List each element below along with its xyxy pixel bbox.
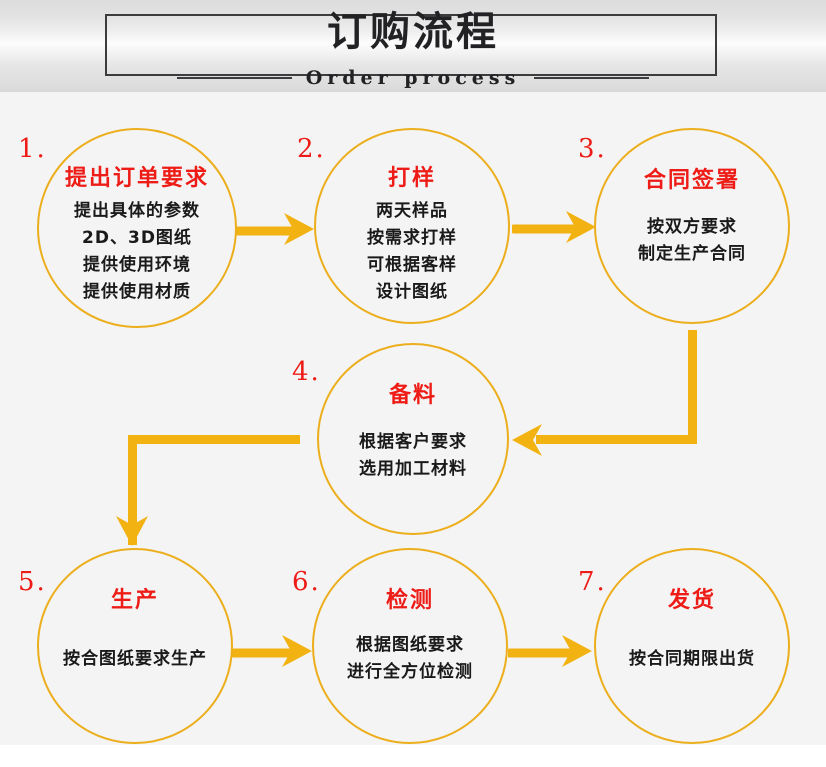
step-title-5: 生产 bbox=[110, 588, 159, 613]
step-body-line: 提供使用材质 bbox=[83, 282, 191, 302]
step-number-5: 5. bbox=[18, 567, 47, 597]
arrow-head-right bbox=[278, 632, 316, 674]
header-frame bbox=[105, 14, 717, 76]
arrow-shaft bbox=[512, 224, 576, 234]
arrow-step6-to-step7 bbox=[508, 634, 596, 672]
step-body-line: 选用加工材料 bbox=[359, 459, 467, 479]
elbow-horizontal-segment bbox=[536, 435, 697, 444]
arrow-head-right bbox=[562, 208, 600, 250]
elbow-arrow-head-left bbox=[508, 421, 546, 463]
step-title-7: 发货 bbox=[667, 588, 716, 613]
step-title-4: 备料 bbox=[388, 383, 437, 408]
step-body-line: 按双方要求 bbox=[647, 217, 737, 237]
step-body-line: 根据客户要求 bbox=[359, 432, 467, 452]
step-body-line: 2D、3D图纸 bbox=[82, 228, 192, 248]
step-body-line: 提供使用环境 bbox=[83, 255, 191, 275]
subtitle-rule-right bbox=[534, 77, 650, 79]
page-subtitle: Order process bbox=[305, 67, 521, 89]
step-body-line: 设计图纸 bbox=[376, 282, 448, 302]
step-title-3: 合同签署 bbox=[643, 168, 740, 193]
step-body-line: 两天样品 bbox=[376, 201, 448, 221]
step-body-7: 按合同期限出货 bbox=[629, 646, 755, 673]
step-body-line: 提出具体的参数 bbox=[74, 201, 200, 221]
step-node-4[interactable]: 备料 根据客户要求 选用加工材料 bbox=[317, 343, 509, 535]
step-body-2: 两天样品 按需求打样 可根据客样 设计图纸 bbox=[367, 198, 457, 306]
step-number-7: 7. bbox=[578, 567, 607, 597]
step-number-2: 2. bbox=[297, 134, 326, 164]
step-node-7[interactable]: 发货 按合同期限出货 bbox=[594, 548, 790, 744]
elbow-horizontal-segment bbox=[128, 435, 300, 444]
step-body-4: 根据客户要求 选用加工材料 bbox=[359, 429, 467, 483]
step-body-1: 提出具体的参数 2D、3D图纸 提供使用环境 提供使用材质 bbox=[74, 198, 200, 306]
step-node-5[interactable]: 生产 按合图纸要求生产 bbox=[37, 548, 233, 744]
step-body-line: 按合同期限出货 bbox=[629, 649, 755, 669]
step-node-6[interactable]: 检测 根据图纸要求 进行全方位检测 bbox=[312, 548, 508, 744]
step-title-6: 检测 bbox=[385, 588, 434, 613]
header-band: 订购流程 Order process bbox=[0, 0, 826, 92]
step-node-3[interactable]: 合同签署 按双方要求 制定生产合同 bbox=[594, 128, 790, 324]
step-body-line: 进行全方位检测 bbox=[347, 662, 473, 682]
arrow-shaft bbox=[508, 648, 572, 658]
step-number-4: 4. bbox=[292, 357, 321, 387]
page-title: 订购流程 bbox=[327, 9, 499, 55]
step-body-line: 按需求打样 bbox=[367, 228, 457, 248]
step-node-2[interactable]: 打样 两天样品 按需求打样 可根据客样 设计图纸 bbox=[314, 128, 510, 324]
arrow-shaft bbox=[236, 226, 294, 236]
step-title-1: 提出订单要求 bbox=[64, 166, 209, 191]
step-number-3: 3. bbox=[578, 134, 607, 164]
elbow-vertical-segment bbox=[688, 330, 697, 444]
step-title-2: 打样 bbox=[387, 166, 436, 191]
step-body-line: 按合图纸要求生产 bbox=[63, 649, 207, 669]
elbow-vertical-segment bbox=[128, 435, 137, 545]
arrow-shaft bbox=[232, 648, 292, 658]
step-body-5: 按合图纸要求生产 bbox=[63, 646, 207, 673]
header-subtitle-row: Order process bbox=[0, 62, 826, 94]
arrow-step1-to-step2 bbox=[236, 212, 316, 250]
arrow-step5-to-step6 bbox=[232, 634, 314, 672]
arrow-head-right bbox=[280, 210, 318, 252]
step-body-line: 可根据客样 bbox=[367, 255, 457, 275]
step-body-6: 根据图纸要求 进行全方位检测 bbox=[347, 632, 473, 686]
step-body-3: 按双方要求 制定生产合同 bbox=[638, 214, 746, 268]
step-body-line: 根据图纸要求 bbox=[356, 635, 464, 655]
step-number-1: 1. bbox=[18, 134, 47, 164]
arrow-step2-to-step3 bbox=[512, 210, 600, 248]
step-number-6: 6. bbox=[292, 567, 321, 597]
elbow-arrow-head-down bbox=[113, 512, 151, 554]
step-node-1[interactable]: 提出订单要求 提出具体的参数 2D、3D图纸 提供使用环境 提供使用材质 bbox=[37, 128, 237, 328]
subtitle-rule-left bbox=[176, 77, 292, 79]
arrow-head-right bbox=[558, 632, 596, 674]
step-body-line: 制定生产合同 bbox=[638, 244, 746, 264]
